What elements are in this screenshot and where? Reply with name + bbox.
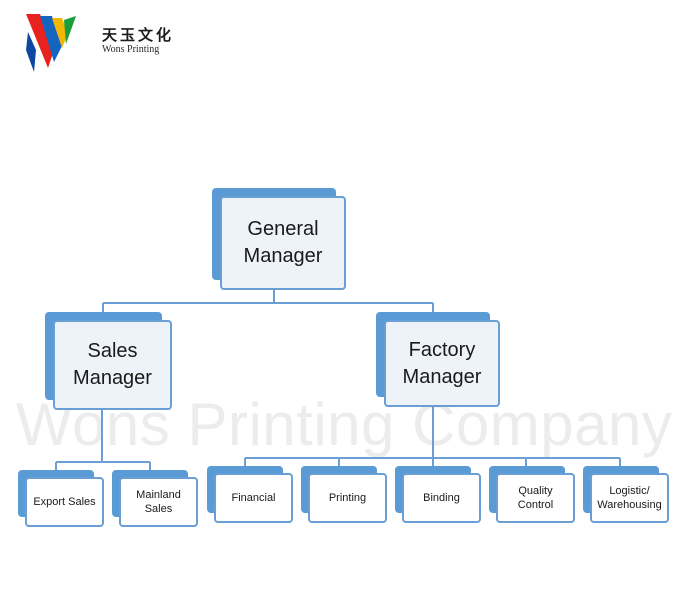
node-label: Logistic/ Warehousing: [597, 485, 662, 511]
logo-chinese-name: 天玉文化: [102, 26, 175, 44]
node-printing: Printing: [301, 466, 387, 523]
node-mainland-sales: Mainland Sales: [112, 470, 198, 527]
node-financial: Financial: [207, 466, 293, 523]
node-label: Printing: [328, 492, 367, 504]
node-label: General Manager: [243, 218, 323, 267]
node-general-manager: General Manager: [212, 188, 346, 290]
node-logistic-warehousing: Logistic/ Warehousing: [583, 466, 669, 523]
logo-mark-icon: [26, 14, 76, 72]
node-binding: Binding: [395, 466, 481, 523]
logo-english-name: Wons Printing: [102, 44, 160, 55]
node-export-sales: Export Sales: [18, 470, 104, 527]
company-logo: 天玉文化 Wons Printing: [22, 10, 172, 74]
node-quality-control: Quality Control: [489, 466, 575, 523]
node-label: Factory Manager: [402, 338, 482, 388]
node-label: Export Sales: [33, 496, 96, 508]
node-sales-manager: Sales Manager: [45, 312, 172, 410]
node-label: Binding: [423, 492, 460, 504]
node-label: Sales Manager: [73, 340, 152, 389]
node-label: Financial: [231, 492, 276, 504]
node-label: Mainland Sales: [136, 489, 181, 515]
node-factory-manager: Factory Manager: [376, 312, 500, 407]
node-label: Quality Control: [517, 485, 554, 511]
